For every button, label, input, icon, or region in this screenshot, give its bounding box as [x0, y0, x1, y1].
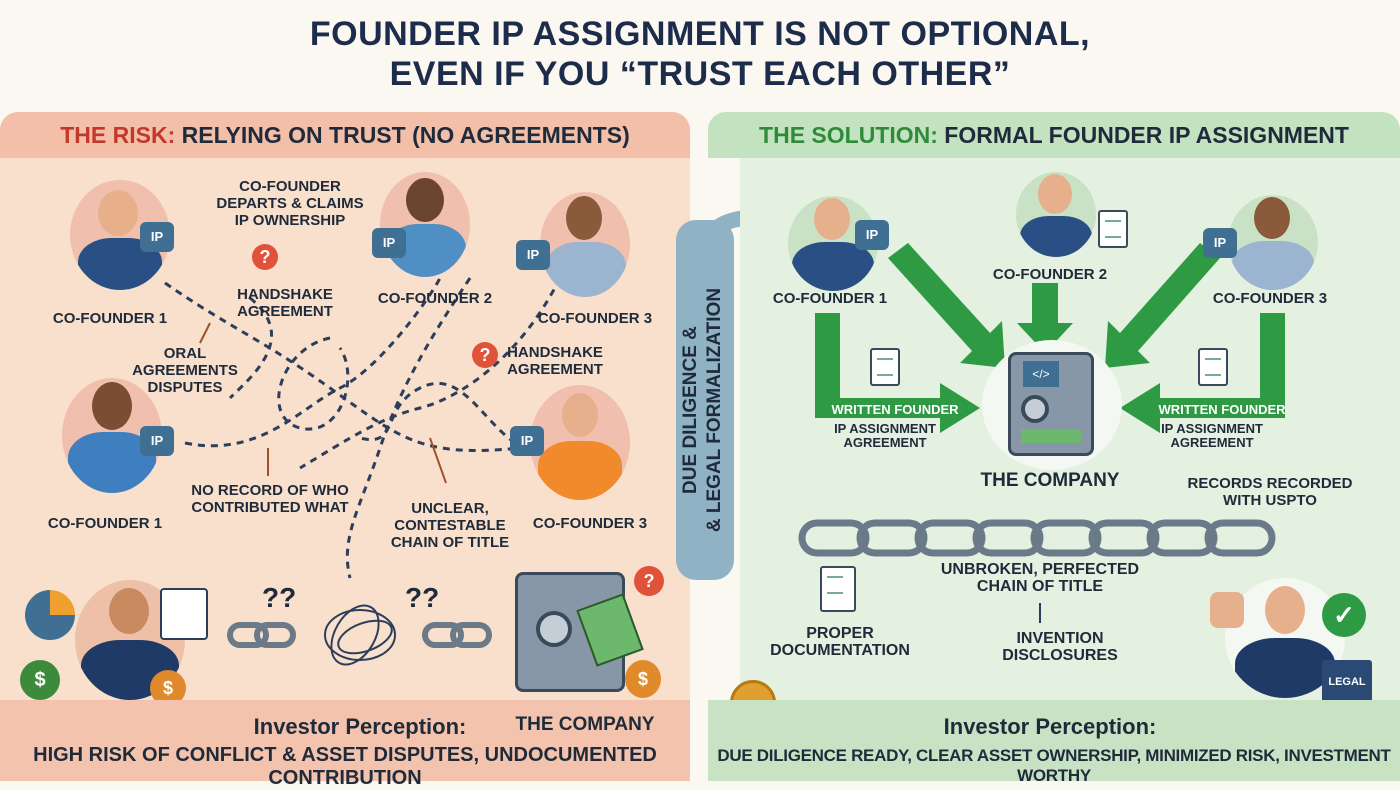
cofounder-label: CO-FOUNDER 3	[537, 310, 653, 327]
agreement-document-icon	[1198, 348, 1228, 386]
solution-perception-title: Investor Perception:	[943, 714, 1157, 739]
investor-avatar	[1225, 578, 1345, 698]
bar-chart-icon	[160, 588, 208, 640]
cofounder-label: CO-FOUNDER 1	[52, 310, 168, 327]
solution-perception-text: DUE DILIGENCE READY, CLEAR ASSET OWNERSH…	[717, 746, 1391, 785]
broken-chain-icon	[227, 604, 492, 666]
checkmark-icon: ✓	[1322, 593, 1366, 637]
disclosures-label: INVENTION DISCLOSURES	[1002, 630, 1118, 664]
cofounder-avatar	[62, 378, 162, 493]
question-icon: ?	[472, 342, 498, 368]
question-icon: ?	[252, 244, 278, 270]
callout-no-record: NO RECORD OF WHO CONTRIBUTED WHAT	[191, 482, 349, 516]
agreement-label: IP ASSIGNMENT AGREEMENT	[834, 421, 936, 450]
ip-puzzle-icon: IP	[140, 426, 174, 456]
cofounder-avatar	[788, 196, 878, 291]
tangled-lines	[164, 277, 562, 579]
risk-perception-text: HIGH RISK OF CONFLICT & ASSET DISPUTES, …	[33, 744, 657, 789]
agreement-label: WRITTEN FOUNDER	[831, 402, 959, 417]
callout-unclear: UNCLEAR, CONTESTABLE CHAIN OF TITLE	[390, 500, 510, 551]
cofounder-label: CO-FOUNDER 3	[1212, 290, 1328, 307]
money-bag-icon: $	[20, 660, 60, 700]
ip-puzzle-icon: IP	[1203, 228, 1237, 258]
documentation-icon	[820, 566, 856, 612]
ip-puzzle-icon: IP	[510, 426, 544, 456]
cofounder-avatar	[380, 172, 470, 277]
document-icon	[1098, 210, 1128, 248]
money-bag-icon: $	[625, 660, 661, 698]
confusion-marks: ??	[405, 582, 440, 613]
company-safe-icon: </>	[1008, 352, 1094, 456]
company-label: THE COMPANY	[980, 470, 1120, 491]
callout-departs: CO-FOUNDER DEPARTS & CLAIMS IP OWNERSHIP	[216, 178, 364, 229]
ip-puzzle-icon: IP	[516, 240, 550, 270]
chain-label: UNBROKEN, PERFECTED CHAIN OF TITLE	[940, 561, 1140, 595]
thumbs-up-icon	[1210, 592, 1244, 628]
ip-puzzle-icon: IP	[372, 228, 406, 258]
question-icon: ?	[634, 566, 664, 596]
agreement-label: WRITTEN FOUNDER	[1158, 402, 1286, 417]
callout-handshake: HANDSHAKE AGREEMENT	[237, 286, 333, 320]
pie-chart-icon	[25, 590, 75, 640]
uspto-label: RECORDS RECORDED WITH USPTO	[1187, 475, 1353, 509]
transition-arrow	[676, 220, 734, 580]
cofounder-avatar	[540, 192, 630, 297]
agreement-document-icon	[870, 348, 900, 386]
risk-company-label: THE COMPANY	[515, 714, 655, 735]
cofounder-label: CO-FOUNDER 3	[532, 515, 648, 532]
risk-perception-title: Investor Perception:	[253, 714, 467, 739]
transition-label: DUE DILIGENCE && LEGAL FORMALIZATION	[680, 287, 725, 533]
solution-perception-band	[708, 700, 1400, 781]
cofounder-avatar	[1228, 195, 1318, 290]
cofounder-avatar	[1016, 172, 1096, 257]
agreement-label: IP ASSIGNMENT AGREEMENT	[1161, 421, 1263, 450]
risk-perception-band	[0, 700, 690, 781]
cofounder-label: CO-FOUNDER 2	[377, 290, 493, 307]
ip-puzzle-icon: IP	[855, 220, 889, 250]
callout-oral: ORAL AGREEMENTS DISPUTES	[132, 345, 238, 396]
assignment-arrows	[798, 243, 1285, 623]
documentation-label: PROPER DOCUMENTATION	[770, 625, 910, 659]
cofounder-label: CO-FOUNDER 2	[992, 266, 1108, 283]
risk-heading: THE RISK: RELYING ON TRUST (NO AGREEMENT…	[0, 112, 690, 158]
cofounder-label: CO-FOUNDER 1	[47, 515, 163, 532]
page-title: FOUNDER IP ASSIGNMENT IS NOT OPTIONAL, E…	[309, 15, 1091, 93]
cofounder-label: CO-FOUNDER 1	[772, 290, 888, 307]
ip-puzzle-icon: IP	[140, 222, 174, 252]
callout-handshake: HANDSHAKE AGREEMENT	[507, 344, 603, 378]
confusion-marks: ??	[262, 582, 297, 613]
solution-heading: THE SOLUTION: FORMAL FOUNDER IP ASSIGNME…	[708, 112, 1400, 158]
cofounder-avatar	[530, 385, 630, 500]
